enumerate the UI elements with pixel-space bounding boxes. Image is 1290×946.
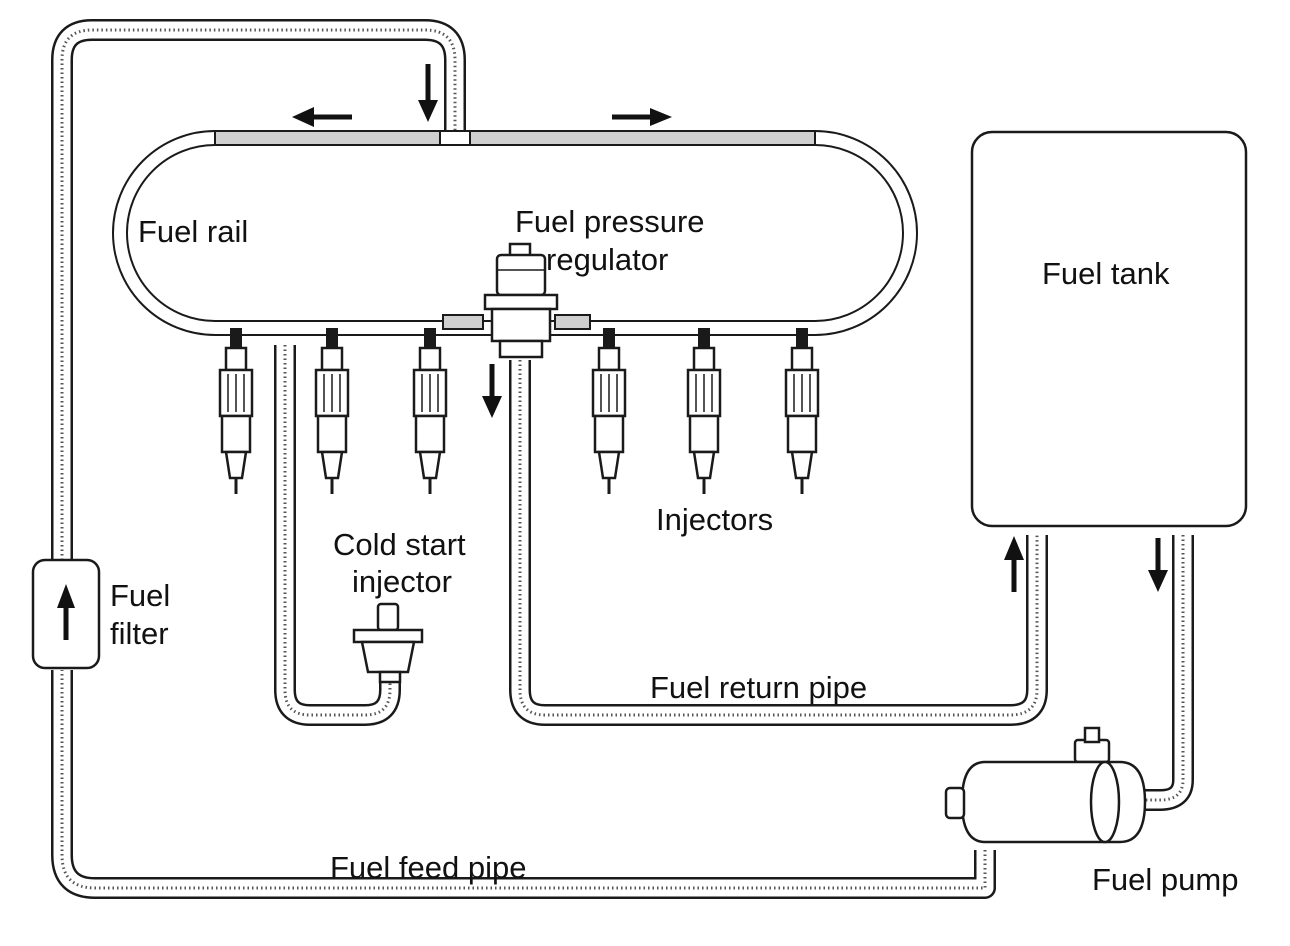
fuel-pump-label: Fuel pump [1092,862,1238,897]
fuel-pressure-regulator-label-line2: regulator [546,242,668,277]
fuel-pressure-regulator-label-line1: Fuel pressure [515,204,705,239]
fuel-pressure-regulator [483,242,559,359]
injector [314,328,350,494]
fuel-tank [970,130,1248,528]
fuel-filter-label-line2: filter [110,616,169,651]
tank-to-pump-pipe [1140,535,1194,811]
flow-arrow-down-tank [1148,538,1168,592]
flow-arrow-left [292,107,352,127]
flow-arrow-up-tank [1004,536,1024,592]
fuel-rail-label: Fuel rail [138,214,248,249]
flow-arrow-down-feed [418,64,438,122]
cold-start-injector-label-line1: Cold start [333,527,466,562]
cold-start-injector [352,602,424,684]
fuel-filter-label-line1: Fuel [110,578,170,613]
flow-arrow-right [612,108,672,126]
injector [218,328,254,494]
fuel-feed-pipe [51,19,996,899]
fuel-return-pipe-label: Fuel return pipe [650,670,867,705]
flow-arrow-down-return [482,364,502,418]
injector [784,328,820,494]
cold-start-injector-label-line2: injector [352,564,452,599]
fuel-return-pipe [509,360,1048,726]
injector [591,328,627,494]
injector [686,328,722,494]
fuel-rail [112,130,918,336]
fuel-pump [944,726,1147,844]
injectors-label: Injectors [656,502,773,537]
injector [412,328,448,494]
fuel-feed-pipe-label: Fuel feed pipe [330,850,526,885]
flow-arrow-up-filter [57,584,75,640]
cold-start-feed-pipe [274,345,401,726]
fuel-tank-label: Fuel tank [1042,256,1170,291]
